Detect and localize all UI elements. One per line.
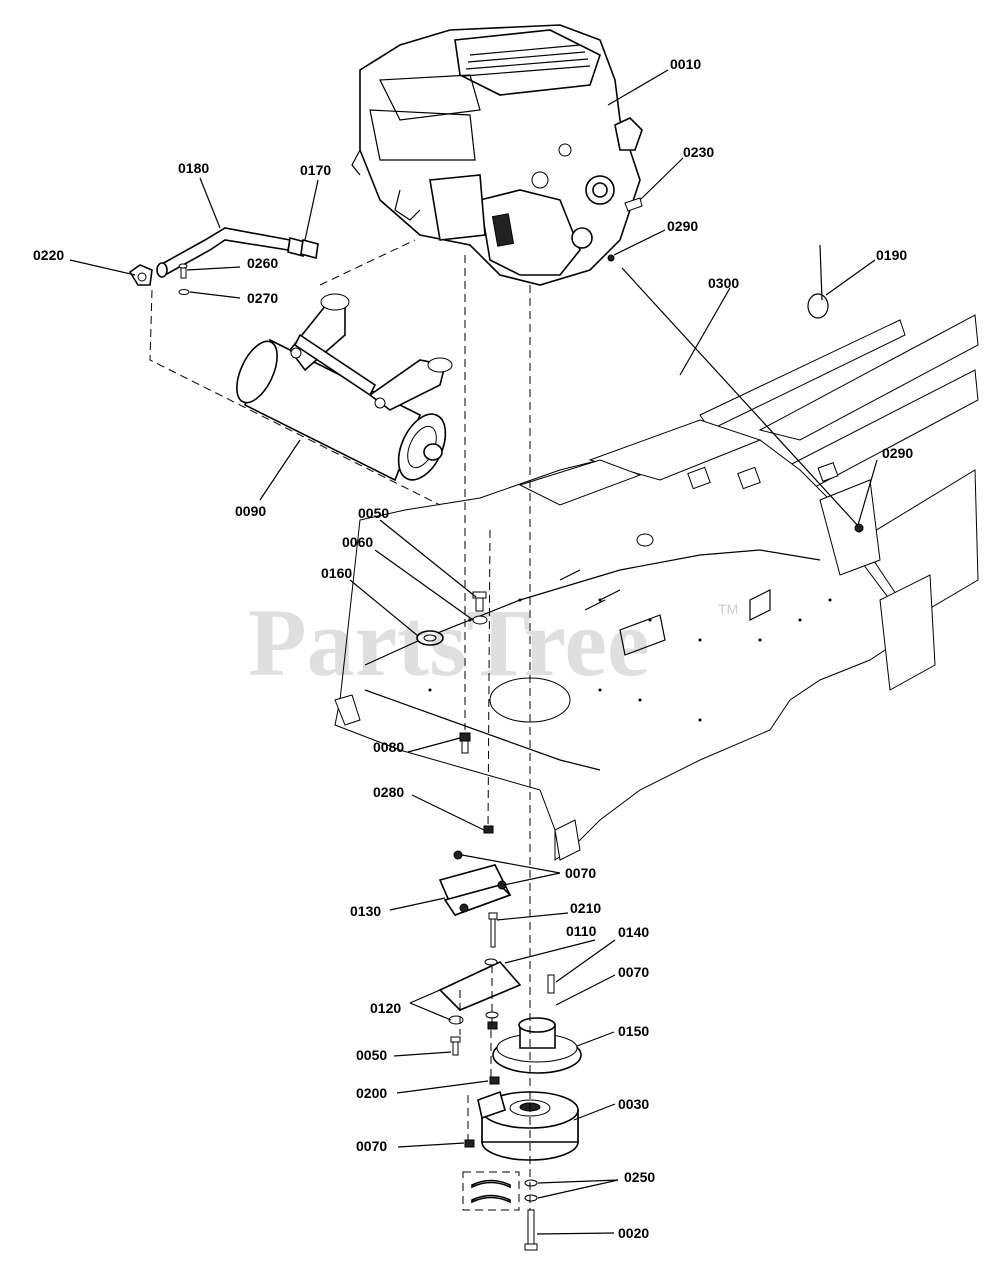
callout-0030[interactable]: 0030 [618,1096,649,1112]
pulley [492,1017,582,1074]
hairpin-clip [807,244,829,319]
muffler-assembly [236,293,453,482]
callout-0020[interactable]: 0020 [618,1225,649,1241]
engine-assembly [351,24,643,286]
callout-0300[interactable]: 0300 [708,275,739,291]
callout-0120[interactable]: 0120 [370,1000,401,1016]
callout-0270[interactable]: 0270 [247,290,278,306]
mount-bracket [438,850,512,917]
assembly-guide-lines [149,239,531,1210]
key [547,974,555,994]
throttle-rod [607,197,864,533]
callout-0200[interactable]: 0200 [356,1085,387,1101]
shims-and-bolt [462,1171,538,1251]
lower-bolt [450,1036,461,1056]
callout-0170[interactable]: 0170 [300,162,331,178]
callout-0150[interactable]: 0150 [618,1023,649,1039]
callout-0090[interactable]: 0090 [235,503,266,519]
watermark-trademark: TM [718,601,738,617]
callout-labels: 0010 0230 0180 0170 0290 0220 0260 0190 … [33,56,913,1241]
callout-0290-lower[interactable]: 0290 [882,445,913,461]
callout-0060[interactable]: 0060 [342,534,373,550]
callout-0070-middle[interactable]: 0070 [618,964,649,980]
leader-lines [69,69,878,1235]
callout-0290-upper[interactable]: 0290 [667,218,698,234]
callout-0070-lower[interactable]: 0070 [356,1138,387,1154]
callout-0050-lower[interactable]: 0050 [356,1047,387,1063]
callout-0250[interactable]: 0250 [624,1169,655,1185]
callout-0110[interactable]: 0110 [566,923,597,939]
callout-0180[interactable]: 0180 [178,160,209,176]
clamp-hardware [128,263,190,295]
callout-0070-upper[interactable]: 0070 [565,865,596,881]
callout-0210[interactable]: 0210 [570,900,601,916]
callout-0190[interactable]: 0190 [876,247,907,263]
callout-0050-upper[interactable]: 0050 [358,505,389,521]
callout-0260[interactable]: 0260 [247,255,278,271]
callout-0010[interactable]: 0010 [670,56,701,72]
frame-hardware [416,591,488,646]
callout-0280[interactable]: 0280 [373,784,404,800]
callout-0220[interactable]: 0220 [33,247,64,263]
clutch-plate [438,958,522,1030]
electric-clutch [464,1076,579,1161]
callout-0080[interactable]: 0080 [373,739,404,755]
callout-0130[interactable]: 0130 [350,903,381,919]
watermark: PartsTree TM [248,589,738,696]
mower-frame [334,314,979,861]
watermark-brand: PartsTree [248,589,650,696]
long-bolt [488,912,498,948]
callout-0230[interactable]: 0230 [683,144,714,160]
callout-0140[interactable]: 0140 [618,924,649,940]
callout-0160[interactable]: 0160 [321,565,352,581]
